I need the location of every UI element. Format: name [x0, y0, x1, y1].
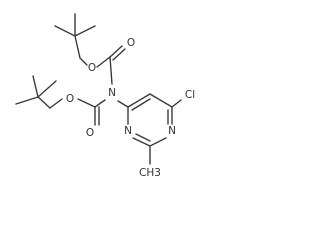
atom-methyl: CH3	[139, 167, 161, 179]
atom-o-upper-ether: O	[88, 62, 96, 74]
bond-lower-tbu-1	[37, 96, 51, 109]
bond-lower-tbu-2	[15, 96, 39, 105]
atom-n-ring-upper: N	[168, 125, 176, 137]
bond-upper-o-cc	[96, 56, 111, 68]
bond-upper-tbu-1	[54, 25, 76, 37]
bond-lower-tbu-3	[32, 75, 39, 98]
atom-o-upper-carbonyl: O	[127, 37, 135, 49]
atom-o-lower-carbonyl: O	[86, 127, 94, 139]
bond-upper-carbonyl-a	[109, 45, 123, 58]
bond-n-ring	[117, 100, 129, 108]
atom-cl: Cl	[185, 89, 195, 101]
bond-lower-o-c	[49, 98, 63, 109]
bond-ring-2	[149, 93, 173, 108]
bond-upper-cc-n	[109, 56, 113, 85]
bond-upper-carbonyl-b	[112, 48, 126, 61]
bond-ring-4	[149, 137, 167, 147]
atom-o-lower-ether: O	[66, 93, 74, 105]
bond-ring-5	[132, 137, 151, 147]
bond-lower-tbu-4	[37, 80, 57, 98]
atom-n-ring-lower: N	[124, 125, 132, 137]
bond-lower-cc-o	[77, 98, 96, 108]
atom-labels: O O N O O N N Cl CH3	[66, 37, 195, 179]
atom-n-center: N	[108, 87, 116, 99]
bond-ring-5-inner	[135, 133, 151, 142]
chemical-structure: O O N O O N N Cl CH3	[15, 13, 195, 179]
bond-ring-1	[127, 93, 151, 108]
bond-upper-tbu-4	[74, 35, 81, 59]
bond-upper-c-o	[79, 57, 88, 66]
bond-ring-1-inner	[131, 98, 151, 111]
bond-n-lower-cc	[94, 99, 106, 108]
bond-upper-tbu-2	[74, 25, 96, 37]
bonds	[15, 13, 182, 165]
bond-c-cl	[171, 99, 182, 108]
